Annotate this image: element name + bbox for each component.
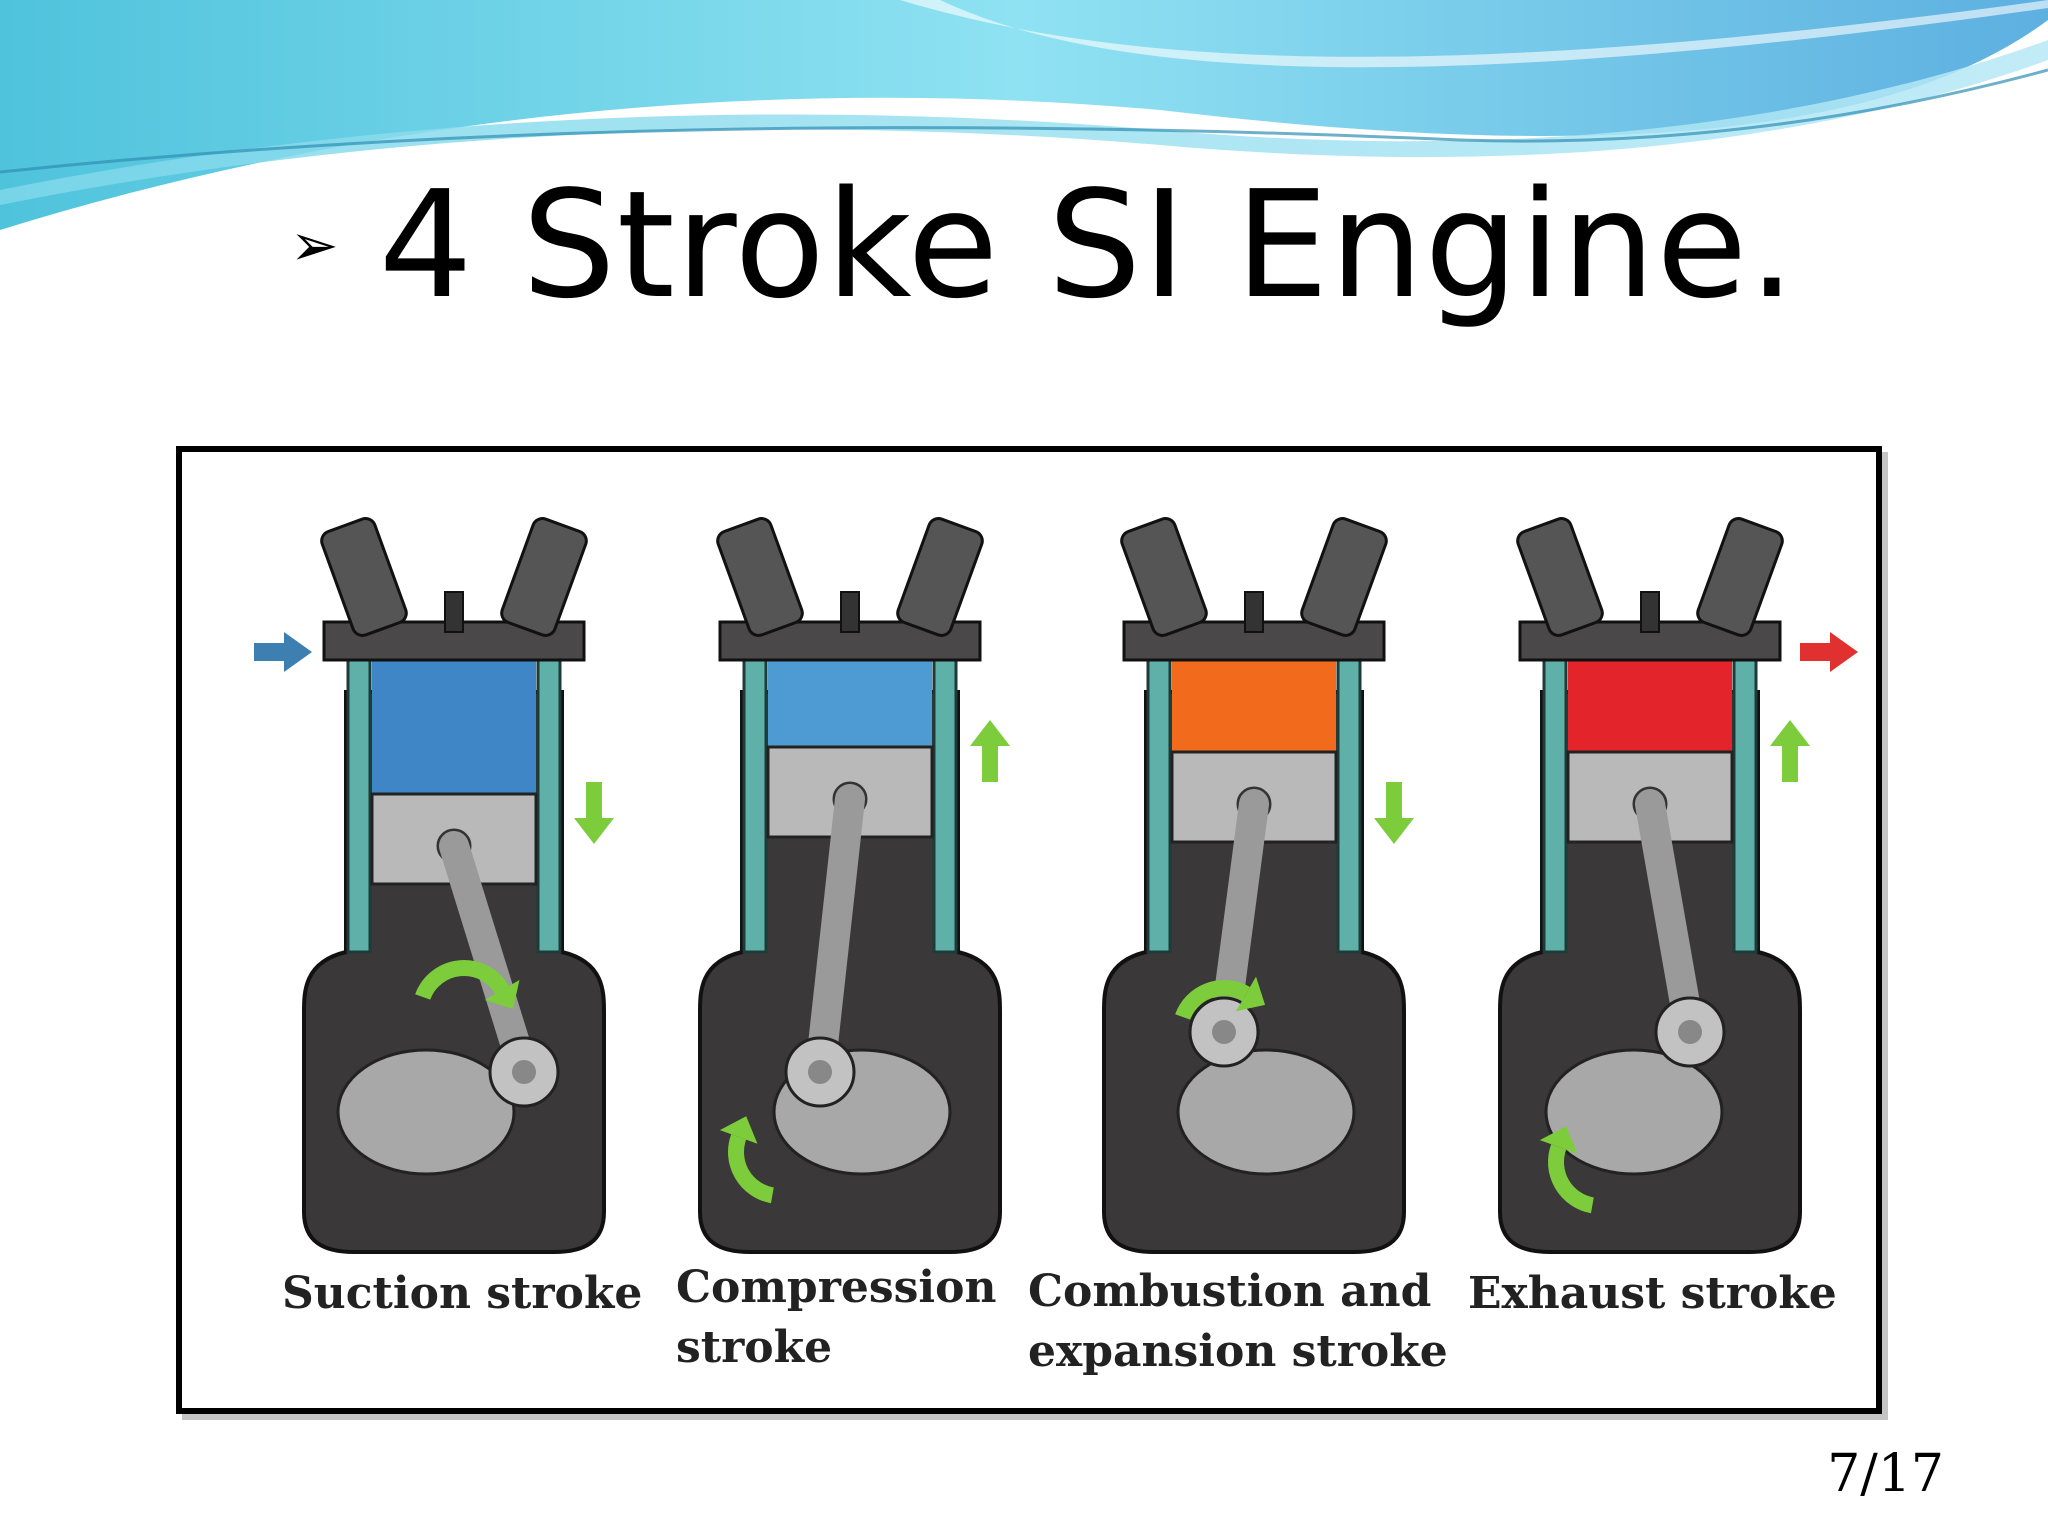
exhaust-valve-housing xyxy=(500,517,588,637)
cylinder-2 xyxy=(698,517,1010,1254)
cylinder-4 xyxy=(1498,517,1858,1254)
curved-rotation-arrow-icon xyxy=(1548,1144,1595,1214)
crank-pin-center xyxy=(512,1060,536,1084)
suction-stroke-label: Suction stroke xyxy=(282,1264,642,1324)
crank-counterweight xyxy=(1544,1048,1724,1176)
combustion-expansion-stroke-label: Combustion and expansion stroke xyxy=(1028,1262,1448,1382)
label-line: Combustion and xyxy=(1028,1266,1432,1317)
gas-chamber xyxy=(1172,642,1336,752)
rotation-arrowhead-icon xyxy=(1539,1126,1578,1154)
crank-counterweight xyxy=(336,1048,516,1176)
cylinder-wall-right xyxy=(1732,650,1758,954)
down-arrow-icon xyxy=(1374,782,1414,844)
spark-plug-icon xyxy=(444,591,464,633)
spark-plug-icon xyxy=(840,591,860,633)
intake-arrow-icon xyxy=(254,632,312,672)
header-wave-decoration xyxy=(0,0,2048,230)
cylinder-wall-left xyxy=(346,650,372,954)
exhaust-valve-housing xyxy=(1300,517,1388,637)
crank-pin-center xyxy=(1678,1020,1702,1044)
engine-stroke-diagram: Suction stroke Compression stroke Combus… xyxy=(176,446,1882,1414)
cylinder-1 xyxy=(254,517,614,1254)
label-line: Compression xyxy=(676,1262,997,1313)
intake-valve-housing xyxy=(1120,517,1208,637)
label-line: Suction stroke xyxy=(282,1268,643,1319)
cylinder-3 xyxy=(1102,517,1414,1254)
spark-plug-icon xyxy=(1244,591,1264,633)
cylinder-wall-right xyxy=(932,650,958,954)
rotation-arrowhead-icon xyxy=(1236,976,1266,1012)
gas-chamber xyxy=(372,642,536,794)
exhaust-valve-housing xyxy=(896,517,984,637)
label-line: Exhaust stroke xyxy=(1468,1268,1837,1319)
down-arrow-icon xyxy=(574,782,614,844)
slide-title: 4 Stroke SI Engine. xyxy=(378,159,1797,331)
exhaust-arrow-icon xyxy=(1800,632,1858,672)
spark-plug-icon xyxy=(1640,591,1660,633)
rotation-arrowhead-icon xyxy=(719,1116,758,1144)
connecting-rod xyxy=(439,831,539,1087)
cylinder-wall-left xyxy=(1146,650,1172,954)
crank-pin-center xyxy=(1212,1020,1236,1044)
cylinder-wall-right xyxy=(1336,650,1362,954)
exhaust-valve-housing xyxy=(1696,517,1784,637)
cylinder-wall-right xyxy=(536,650,562,954)
cylinder-wall-left xyxy=(1542,650,1568,954)
exhaust-stroke-label: Exhaust stroke xyxy=(1468,1264,1837,1324)
label-line: stroke xyxy=(676,1322,833,1373)
intake-valve-housing xyxy=(320,517,408,637)
cylinder-wall-left xyxy=(742,650,768,954)
engine-diagram-canvas xyxy=(254,517,1858,1254)
curved-rotation-arrow-icon xyxy=(1175,980,1250,1021)
gas-chamber xyxy=(1568,642,1732,752)
crank-counterweight xyxy=(1176,1048,1356,1176)
arrowhead-bullet-icon: ➢ xyxy=(290,211,339,279)
up-arrow-icon xyxy=(1770,720,1810,782)
connecting-rod xyxy=(1635,789,1705,1047)
intake-valve-housing xyxy=(1516,517,1604,637)
intake-valve-housing xyxy=(716,517,804,637)
label-line: expansion stroke xyxy=(1028,1326,1448,1377)
curved-rotation-arrow-icon xyxy=(728,1134,775,1204)
gas-chamber xyxy=(768,642,932,747)
title-row: ➢ 4 Stroke SI Engine. xyxy=(290,159,1797,331)
crank-pin-center xyxy=(808,1060,832,1084)
page-number: 7/17 xyxy=(1827,1444,1944,1504)
rotation-arrowhead-icon xyxy=(484,980,520,1010)
compression-stroke-label: Compression stroke xyxy=(676,1258,996,1378)
connecting-rod xyxy=(805,784,865,1087)
up-arrow-icon xyxy=(970,720,1010,782)
curved-rotation-arrow-icon xyxy=(415,960,510,1001)
